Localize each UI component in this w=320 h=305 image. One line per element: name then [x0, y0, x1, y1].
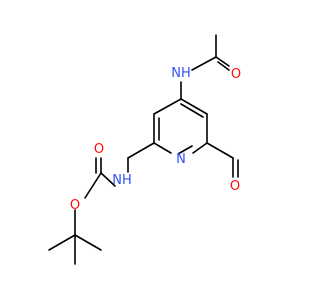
bond-ring-4 — [192, 142, 208, 154]
bond-ring-3 — [153, 142, 172, 154]
bond-tbu-me2 — [74, 234, 102, 251]
bond-acetyl-n — [191, 56, 217, 71]
bond-tbu-me1 — [48, 234, 76, 251]
bond-ring-6 — [180, 98, 208, 115]
bond-n-carbamate — [100, 172, 116, 187]
atom-o-formyl: O — [230, 179, 240, 194]
bond-formyl-c — [206, 142, 234, 159]
bond-acetyl-co-1 — [215, 56, 230, 67]
bond-ring-n-inner — [177, 145, 193, 155]
bond-ring-6-inner — [180, 103, 204, 118]
molecule-structure: NH O N O NH O O — [48, 34, 241, 265]
atom-n-ring: N — [176, 152, 186, 167]
bonds — [48, 34, 239, 265]
atom-nh-acetamide: NH — [171, 66, 191, 81]
bond-carbamate-o — [84, 172, 102, 199]
bond-acetyl-co-2 — [217, 61, 230, 71]
atom-o-acetyl: O — [231, 67, 241, 82]
atom-o-carbonyl: O — [94, 142, 104, 157]
bond-ch2 — [127, 142, 155, 159]
atom-labels: NH O N O NH O O — [70, 66, 241, 213]
bond-ring-1 — [153, 98, 182, 115]
structure-canvas: NH O N O NH O O — [48, 34, 241, 265]
atom-o-ester: O — [70, 198, 80, 213]
atom-nh-carbamate: NH — [112, 173, 132, 188]
